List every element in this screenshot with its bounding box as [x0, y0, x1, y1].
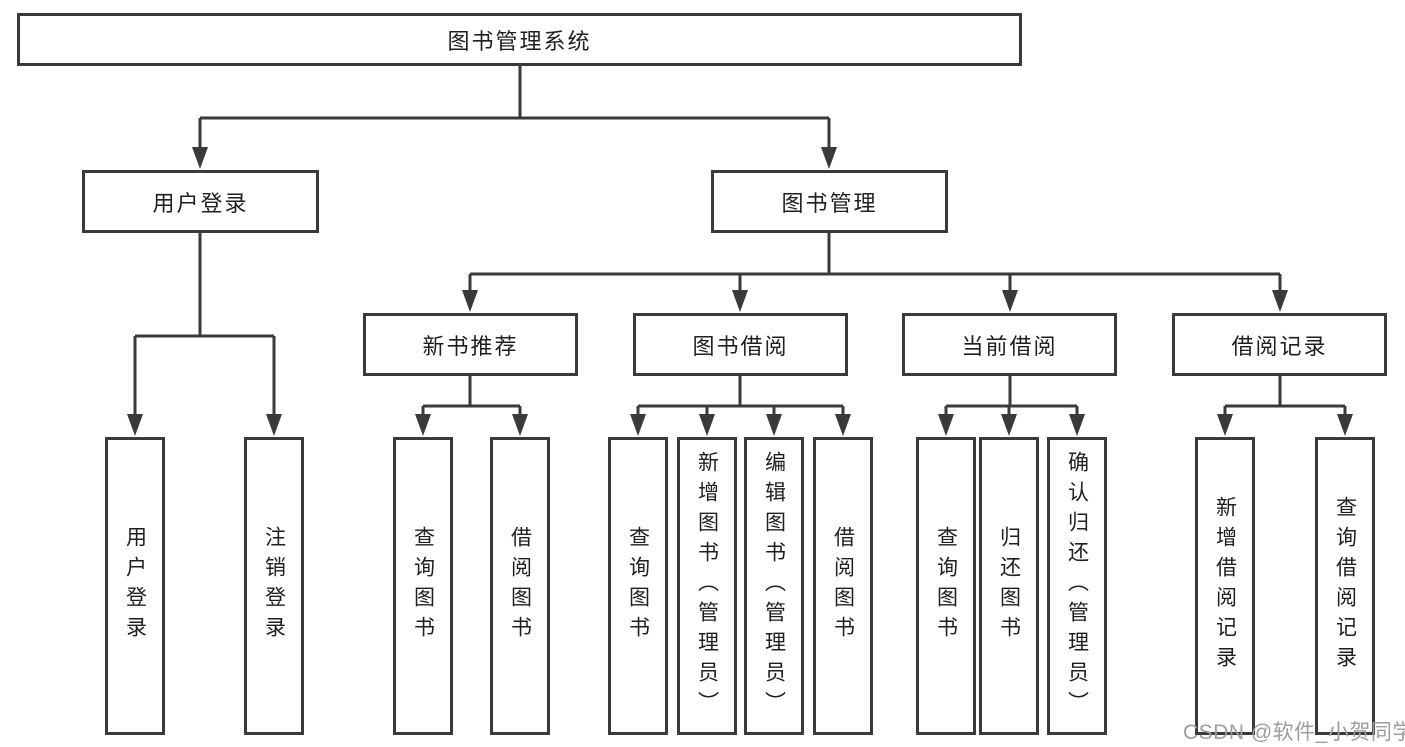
node-library-system-label: 图书管理系统: [447, 28, 592, 54]
node-current-borrowing-label: 当前借阅: [961, 333, 1058, 359]
node-user-login: 用户登录: [82, 170, 319, 233]
node-book-borrowing: 图书借阅: [633, 313, 848, 376]
leaf-query-books-recommend: 查询图书: [393, 437, 453, 735]
connector-shafts: [133, 64, 1347, 415]
leaf-borrow-books-recommend-label: 借阅图书: [508, 526, 532, 646]
node-borrowing-records: 借阅记录: [1172, 313, 1387, 376]
leaf-add-borrow-record-label: 新增借阅记录: [1213, 496, 1237, 676]
leaf-user-login: 用户登录: [105, 437, 165, 735]
node-new-book-recommendation: 新书推荐: [363, 313, 578, 376]
leaf-return-books: 归还图书: [979, 437, 1039, 735]
arrowheads: [127, 147, 1353, 436]
node-borrowing-records-label: 借阅记录: [1231, 333, 1328, 359]
leaf-borrow-books-recommend: 借阅图书: [490, 437, 550, 735]
leaf-confirm-return-admin: 确认归还（管理员）: [1047, 437, 1107, 735]
node-book-management: 图书管理: [711, 170, 948, 233]
node-new-book-recommendation-label: 新书推荐: [422, 333, 519, 359]
leaf-return-books-label: 归还图书: [997, 526, 1021, 646]
leaf-confirm-return-admin-label: 确认归还（管理员）: [1065, 451, 1089, 721]
leaf-query-books-borrowing: 查询图书: [608, 437, 668, 735]
leaf-add-book-admin-label: 新增图书（管理员）: [695, 451, 719, 721]
leaf-edit-book-admin: 编辑图书（管理员）: [744, 437, 804, 735]
node-book-management-label: 图书管理: [781, 190, 878, 216]
node-library-system: 图书管理系统: [17, 13, 1022, 66]
leaf-add-borrow-record: 新增借阅记录: [1195, 437, 1255, 735]
leaf-edit-book-admin-label: 编辑图书（管理员）: [762, 451, 786, 721]
leaf-borrow-books-borrowing-label: 借阅图书: [831, 526, 855, 646]
leaf-query-borrow-record-label: 查询借阅记录: [1333, 496, 1357, 676]
leaf-borrow-books-borrowing: 借阅图书: [813, 437, 873, 735]
leaf-logout-label: 注销登录: [262, 526, 286, 646]
node-user-login-label: 用户登录: [152, 190, 249, 216]
leaf-query-books-current: 查询图书: [916, 437, 976, 735]
node-book-borrowing-label: 图书借阅: [692, 333, 789, 359]
leaf-logout: 注销登录: [244, 437, 304, 735]
leaf-query-books-recommend-label: 查询图书: [411, 526, 435, 646]
leaf-query-borrow-record: 查询借阅记录: [1315, 437, 1375, 735]
leaf-query-books-current-label: 查询图书: [934, 526, 958, 646]
leaf-query-books-borrowing-label: 查询图书: [626, 526, 650, 646]
csdn-watermark: CSDN @软件_小贺同学: [1183, 721, 1405, 744]
leaf-user-login-label: 用户登录: [123, 526, 147, 646]
leaf-add-book-admin: 新增图书（管理员）: [677, 437, 737, 735]
node-current-borrowing: 当前借阅: [902, 313, 1117, 376]
